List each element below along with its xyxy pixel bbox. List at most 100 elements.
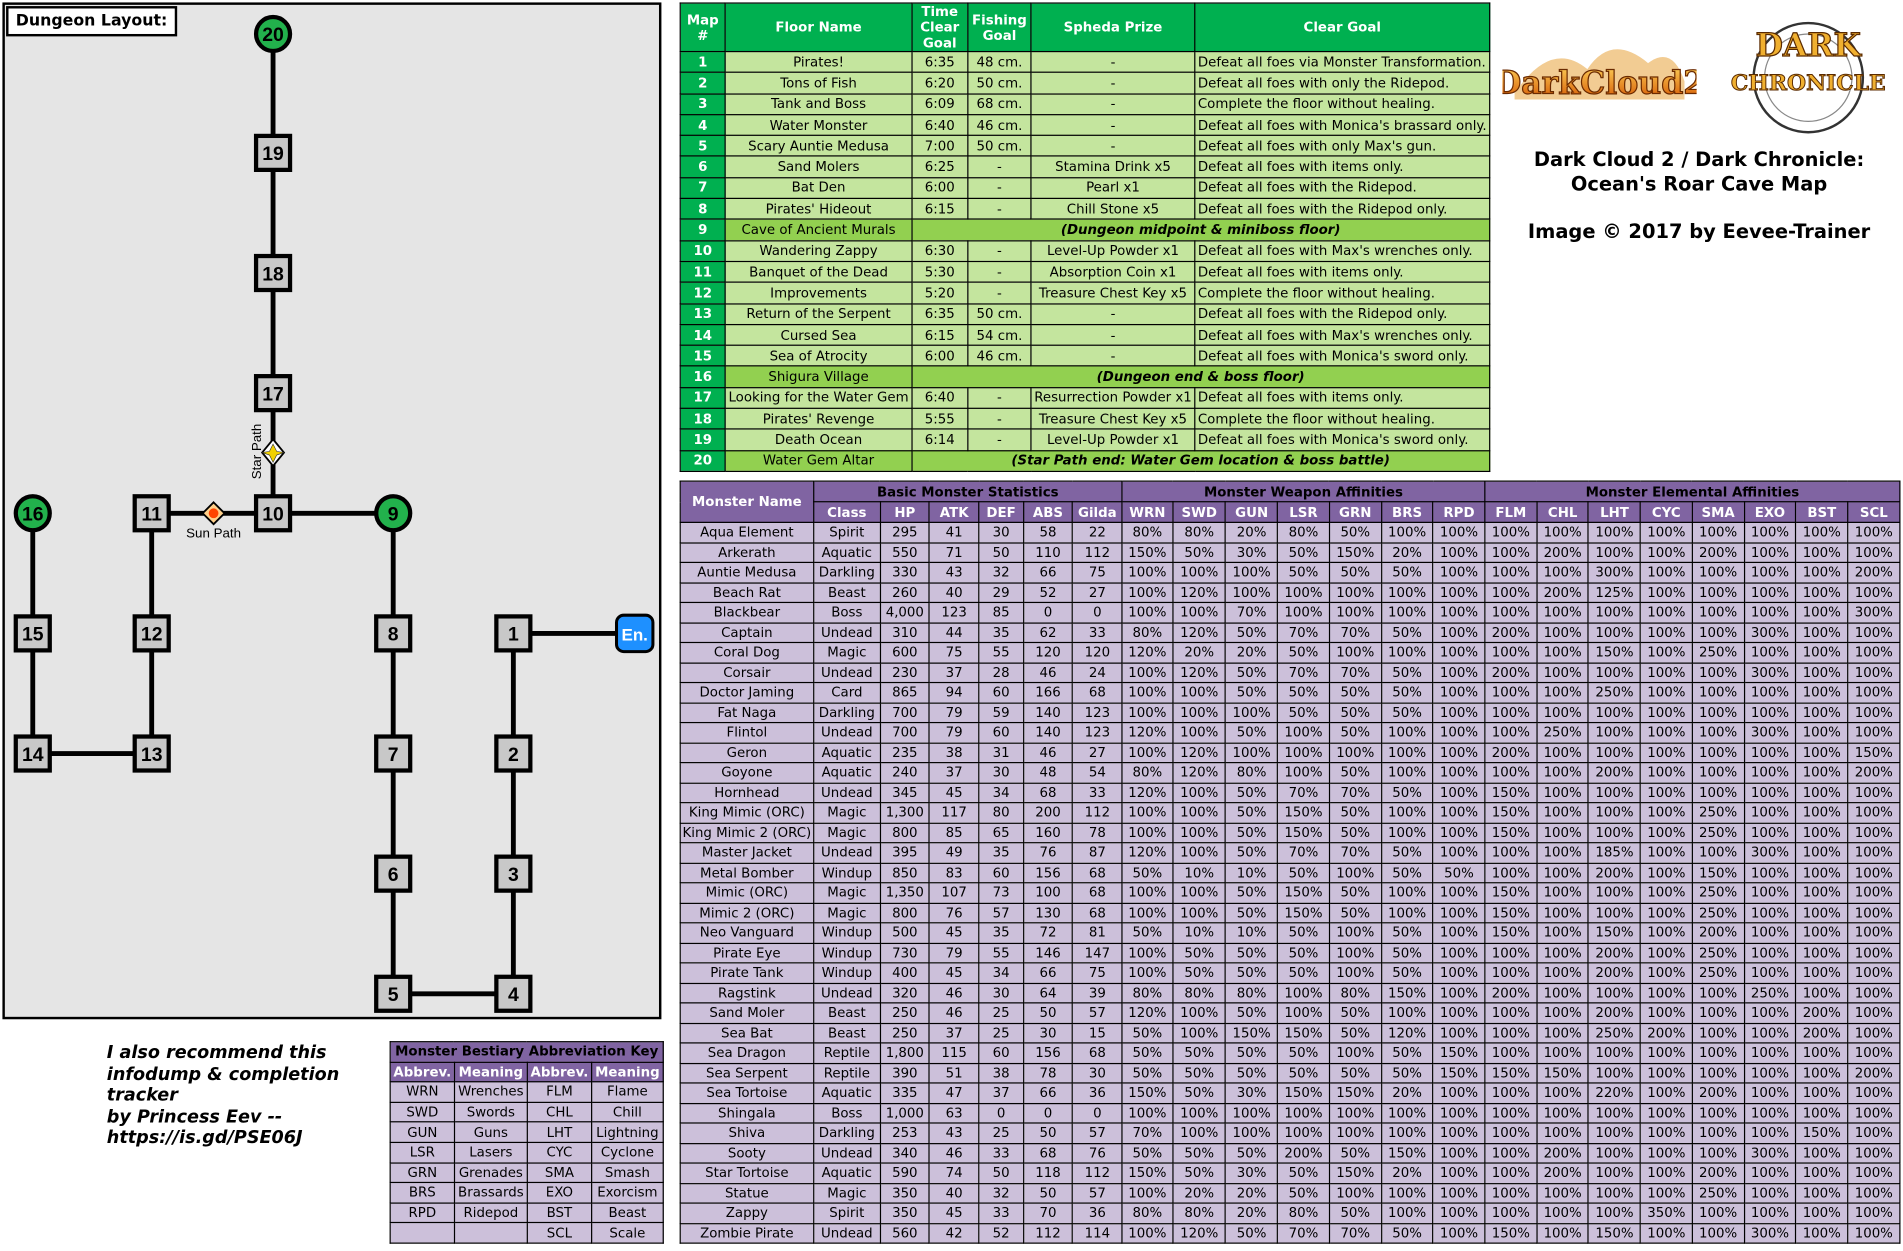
floor-node-label: 6	[388, 864, 399, 886]
monster-stat-cell: 100%	[1847, 1022, 1901, 1044]
monster-stat-cell: 150%	[1380, 982, 1434, 1004]
monster-stat-cell: 79	[928, 942, 980, 964]
monster-stat-cell: 38	[928, 742, 980, 764]
monster-stat-cell: 100%	[1639, 882, 1693, 904]
monster-stat-cell: Darkling	[812, 701, 881, 724]
monster-stat-cell: 100%	[1225, 1122, 1279, 1144]
monster-stat-cell: Beast	[812, 1022, 881, 1044]
floor-n-cell: 17	[679, 386, 727, 409]
monster-stat-cell: 150%	[1847, 742, 1901, 764]
monster-stat-cell: 50%	[1380, 561, 1434, 584]
monster-stat-cell: 46	[928, 1002, 980, 1024]
monster-stat-cell: 100%	[1328, 1122, 1382, 1144]
monster-stat-cell: 41	[928, 521, 980, 543]
monster-stat-cell: 100%	[1536, 1102, 1590, 1124]
floor-name-cell: Water Monster	[724, 113, 913, 137]
monster-stat-cell: Undead	[812, 721, 881, 744]
monster-stat-cell: 200%	[1536, 581, 1590, 604]
monster-name-cell: Zombie Pirate	[679, 1222, 815, 1244]
floor-time-cell: 5:30	[911, 260, 969, 284]
monster-stat-cell: 100%	[1328, 581, 1382, 604]
monster-stat-cell: 100%	[1587, 1062, 1641, 1084]
monster-stat-cell: 20%	[1172, 1182, 1227, 1204]
monster-stat-cell: 100%	[1432, 1202, 1486, 1224]
monster-stat-cell: 100%	[1743, 601, 1797, 624]
monster-stat-cell: 100%	[1121, 962, 1174, 984]
monster-stat-cell: 50%	[1276, 701, 1330, 724]
floor-node-label: 1	[508, 624, 519, 646]
floor-prize-cell: -	[1030, 50, 1196, 74]
monster-stat-cell: 50%	[1328, 1202, 1382, 1224]
floor-goal-cell: Defeat all foes with the Ridepod.	[1194, 176, 1491, 200]
floor-prize-cell: Absorption Coin x1	[1030, 260, 1196, 284]
monster-stat-cell: 100%	[1639, 581, 1693, 604]
floor-prize-cell: -	[1030, 134, 1196, 158]
monster-stat-cell: 150%	[1432, 1042, 1486, 1064]
monster-name-header: Monster Name	[679, 480, 815, 523]
monster-stat-cell: 100%	[1639, 601, 1693, 624]
monster-col-header: ABS	[1022, 501, 1074, 523]
svg-text:DarkCloud2: DarkCloud2	[1502, 64, 1696, 101]
monster-stat-cell: 68	[1072, 882, 1123, 904]
monster-name-cell: Sooty	[679, 1142, 815, 1164]
monster-stat-cell: 120%	[1172, 762, 1227, 784]
monster-stat-cell: 100%	[1691, 1102, 1745, 1124]
monster-stat-cell: 30%	[1225, 541, 1279, 563]
monster-stat-cell: 74	[928, 1162, 980, 1184]
monster-stat-cell: 45	[928, 782, 980, 804]
monster-name-cell: Ragstink	[679, 982, 815, 1004]
monster-stat-cell: 100%	[1380, 601, 1434, 624]
monster-stat-cell: 100%	[1639, 942, 1693, 964]
monster-stat-cell: 100%	[1536, 1122, 1590, 1144]
monster-stat-cell: 100%	[1432, 621, 1486, 644]
monster-stat-cell: 50%	[1328, 1062, 1382, 1084]
monster-stat-cell: 50%	[1380, 782, 1434, 804]
monster-stat-cell: 100%	[1328, 1102, 1382, 1124]
monster-stat-cell: 50%	[1225, 1142, 1279, 1164]
monster-stat-cell: 100%	[1639, 982, 1693, 1004]
monster-stat-cell: 100%	[1639, 1182, 1693, 1204]
monster-stat-cell: 150%	[1795, 1122, 1849, 1144]
monster-stat-cell: 200%	[1795, 1022, 1849, 1044]
monster-stat-cell: 160	[1022, 822, 1074, 844]
monster-stat-cell: 70%	[1276, 842, 1330, 864]
monster-stat-cell: 100%	[1536, 1042, 1590, 1064]
monster-stat-cell: 240	[879, 762, 931, 784]
monster-stat-cell: 33	[978, 1142, 1024, 1164]
floor-node-5: 5	[374, 974, 413, 1013]
monster-stat-cell: 50%	[1328, 701, 1382, 724]
monster-stat-cell: 117	[928, 802, 980, 824]
monster-col-header: ATK	[928, 501, 980, 523]
floor-col-header: Floor Name	[724, 2, 913, 53]
monster-name-cell: Shingala	[679, 1102, 815, 1124]
monster-stat-cell: 100%	[1484, 1202, 1538, 1224]
monster-stat-cell: 100%	[1847, 802, 1901, 824]
note-link[interactable]: https://is.gd/PSE06J	[106, 1128, 303, 1148]
floor-node-label: 7	[388, 744, 399, 766]
monster-stat-cell: 100%	[1691, 1002, 1745, 1024]
monster-stat-cell: 46	[928, 982, 980, 1004]
monster-stat-cell: 50%	[1121, 1022, 1174, 1044]
monster-stat-cell: 100%	[1432, 922, 1486, 944]
monster-stat-cell: 100%	[1380, 822, 1434, 844]
monster-stat-cell: 50%	[1121, 1042, 1174, 1064]
monster-stat-cell: Magic	[812, 822, 881, 844]
monster-stat-cell: 100%	[1847, 541, 1901, 563]
monster-stat-cell: 100%	[1691, 1022, 1745, 1044]
monster-stat-cell: 20%	[1380, 1082, 1434, 1104]
monster-stat-cell: 100%	[1847, 721, 1901, 744]
monster-stat-cell: 123	[928, 601, 980, 624]
monster-stat-cell: 100%	[1639, 742, 1693, 764]
floor-node-13: 13	[132, 734, 171, 773]
abbr-cell: FLM	[526, 1081, 593, 1103]
monster-stat-cell: 50%	[1172, 1082, 1227, 1104]
monster-stat-cell: 100%	[1172, 601, 1227, 624]
monster-stat-cell: 78	[1072, 822, 1123, 844]
monster-stat-cell: 50	[1022, 1122, 1074, 1144]
